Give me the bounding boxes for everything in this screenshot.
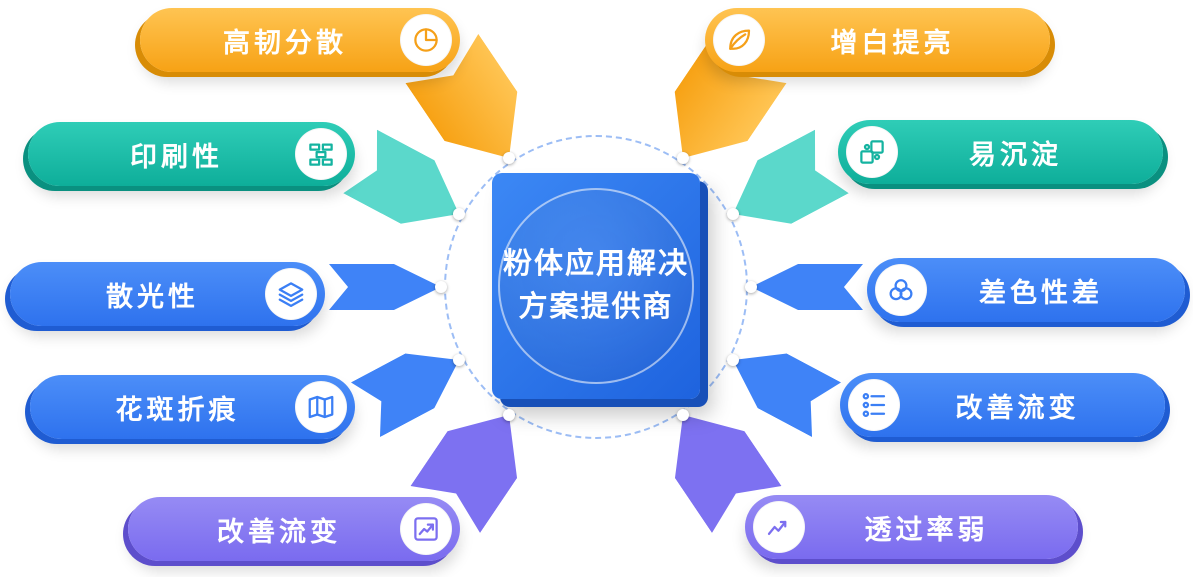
leaf-icon (713, 14, 765, 66)
connector-dot (727, 208, 739, 220)
feature-pill-left-2: 印刷性 (28, 122, 355, 186)
pill-label: 高韧分散 (223, 27, 347, 58)
feature-pill-left-5: 改善流变 (128, 497, 460, 561)
pill-label: 差色性差 (979, 277, 1103, 308)
pill-label: 印刷性 (130, 141, 223, 172)
connector-dot (453, 354, 465, 366)
center-title-line2: 方案提供商 (518, 291, 674, 323)
pill-label: 花斑折痕 (115, 394, 240, 425)
feature-pill-right-1: 增白提亮 (705, 8, 1050, 72)
pill-label: 透过率弱 (864, 514, 989, 545)
feature-pill-left-1: 高韧分散 (140, 8, 460, 72)
pill-label: 易沉淀 (969, 139, 1062, 170)
map-fold-icon (295, 381, 347, 433)
feature-pill-left-3: 散光性 (10, 262, 325, 326)
feature-pill-right-5: 透过率弱 (745, 495, 1078, 559)
sliders-icon (848, 379, 900, 431)
connector-dot (677, 152, 689, 164)
pill-label: 散光性 (106, 281, 199, 312)
overlap-circles-icon (875, 264, 927, 316)
center-block: 粉体应用解决 方案提供商 (492, 173, 700, 399)
printing-blocks-icon (295, 128, 347, 180)
pill-label: 改善流变 (955, 392, 1080, 423)
feature-pill-right-4: 改善流变 (840, 373, 1165, 437)
pie-chart-icon (400, 14, 452, 66)
line-chart-icon (753, 501, 805, 553)
connector-dot (727, 354, 739, 366)
layers-icon (265, 268, 317, 320)
connector-dot (435, 281, 447, 293)
connector-dot (745, 281, 757, 293)
pill-label: 改善流变 (217, 516, 341, 547)
connector-dot (503, 152, 515, 164)
trend-edit-icon (400, 503, 452, 555)
connector-dot (453, 208, 465, 220)
pill-label: 增白提亮 (830, 27, 955, 58)
connector-dot (677, 409, 689, 421)
feature-pill-right-3: 差色性差 (867, 258, 1185, 322)
center-title-line1: 粉体应用解决 (502, 247, 689, 280)
feature-pill-left-4: 花斑折痕 (30, 375, 355, 439)
puzzle-icon (846, 126, 898, 178)
feature-pill-right-2: 易沉淀 (838, 120, 1163, 184)
connector-dot (503, 409, 515, 421)
center-title: 粉体应用解决 方案提供商 (498, 188, 694, 384)
